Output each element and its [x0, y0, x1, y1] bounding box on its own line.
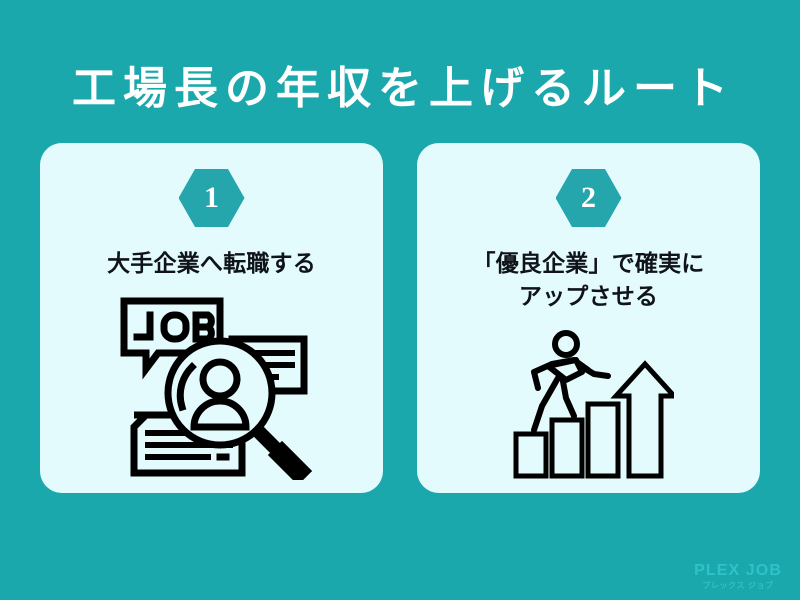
card-row: 1 大手企業へ転職する — [40, 143, 760, 493]
step-card-2[interactable]: 2 「優良企業」で確実に アップさせる — [417, 143, 760, 493]
step-number-1: 1 — [204, 181, 219, 214]
step-number-hexagon-1: 1 — [178, 169, 245, 227]
step-heading-2: 「優良企業」で確実に アップさせる — [472, 250, 705, 309]
step-number-2: 2 — [581, 181, 596, 214]
page-title: 工場長の年収を上げるルート — [72, 64, 735, 114]
step-number-hexagon-2: 2 — [555, 169, 622, 227]
step-icon-container-2 — [417, 312, 760, 493]
step-heading-1: 大手企業へ転職する — [107, 250, 316, 276]
climbing-stairs-growth-icon — [513, 329, 674, 479]
job-search-icon — [120, 297, 312, 480]
brand-logo-reading: プレックス ジョブ — [702, 581, 774, 590]
title-container: 工場長の年収を上げるルート — [0, 36, 800, 143]
brand-logo-name: PLEX JOB — [694, 562, 782, 579]
brand-logo: PLEX JOB プレックス ジョブ — [694, 563, 782, 590]
step-icon-container-1 — [40, 280, 383, 493]
step-card-1[interactable]: 1 大手企業へ転職する — [40, 143, 383, 493]
